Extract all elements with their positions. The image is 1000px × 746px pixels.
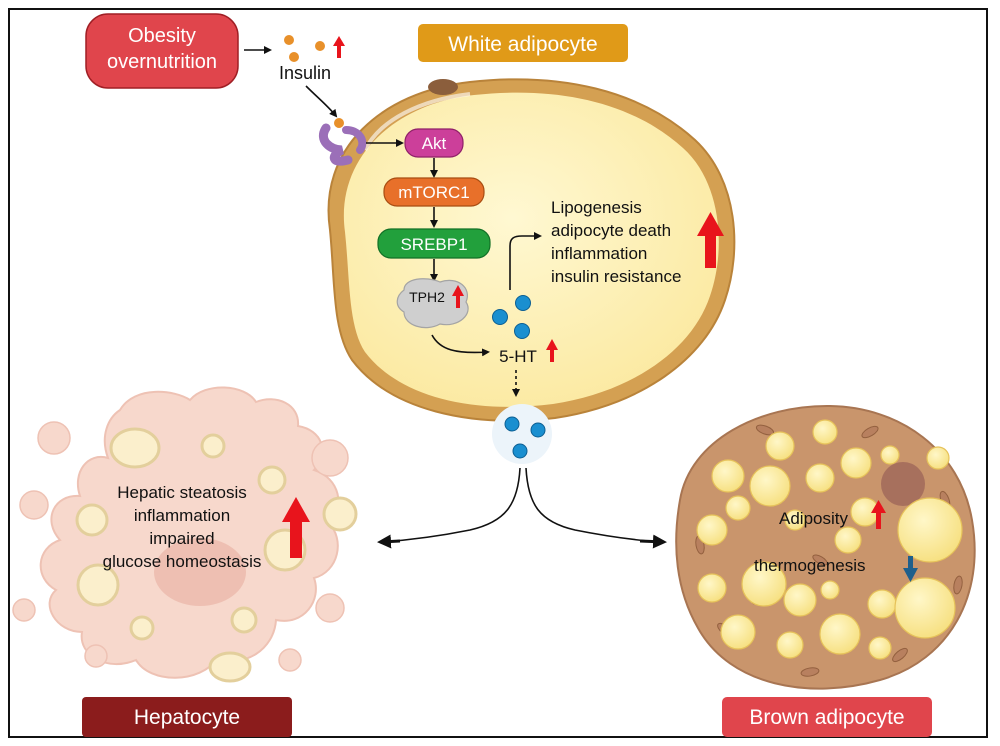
figure-frame xyxy=(8,8,988,738)
branch-to-liver xyxy=(381,467,521,543)
obesity-label: Obesity xyxy=(128,25,196,47)
secreted-serotonin xyxy=(492,404,552,464)
adiposity-up-arrow xyxy=(871,500,886,529)
insulin-molecules xyxy=(284,35,325,62)
arrow-to-brown-adipocyte xyxy=(639,534,667,549)
white-adipocyte-label: White adipocyte xyxy=(418,24,628,62)
inflammation-label: inflammation xyxy=(551,244,647,263)
brown-adipocyte-cell xyxy=(675,404,976,690)
adipocyte-death-label: adipocyte death xyxy=(551,221,671,240)
impaired-label: impaired xyxy=(149,529,214,548)
brown-lipid-droplets xyxy=(696,419,963,660)
akt-node: Akt xyxy=(404,128,464,158)
hepatic-up-arrow xyxy=(282,497,310,558)
tph2-to-5ht-arrow xyxy=(431,334,490,357)
arrow-to-hepatocyte xyxy=(377,534,401,549)
hepatic-inflammation-label: inflammation xyxy=(134,506,230,525)
hepatocyte-label: Hepatocyte xyxy=(82,697,292,737)
white-effects-up-arrow xyxy=(697,212,724,268)
hepatocyte-nucleus xyxy=(154,538,246,606)
5ht-label: 5-HT xyxy=(499,347,537,366)
tph2-label: TPH2 xyxy=(409,289,445,305)
5ht-to-effects-arrow xyxy=(509,232,542,290)
lipogenesis-label: Lipogenesis xyxy=(551,198,642,217)
overnutrition-label: overnutrition xyxy=(107,51,217,73)
thermogenesis-label: thermogenesis xyxy=(754,556,866,575)
brown-adipocyte-label: Brown adipocyte xyxy=(722,697,932,737)
tph2-up-arrow xyxy=(452,285,464,308)
tph2-enzyme: TPH2 xyxy=(396,278,469,329)
thermogenesis-down-arrow xyxy=(903,556,918,582)
brown-adipocyte-title: Brown adipocyte xyxy=(749,706,904,729)
white-adipocyte-title: White adipocyte xyxy=(448,33,597,56)
adiposity-label: Adiposity xyxy=(779,509,848,528)
mtorc1-label: mTORC1 xyxy=(398,183,469,202)
serotonin-molecules xyxy=(492,295,531,339)
glucose-homeostasis-label: glucose homeostasis xyxy=(103,552,262,571)
insulin-receptor xyxy=(318,118,367,166)
hepatocyte-cell xyxy=(12,386,358,683)
insulin-up-arrow xyxy=(333,36,345,58)
hepatocyte-title: Hepatocyte xyxy=(134,706,240,729)
brown-nucleus xyxy=(881,462,925,506)
lipid-droplets xyxy=(75,427,358,683)
hepatic-effects: Hepatic steatosis inflammation impaired … xyxy=(103,483,262,571)
branch-to-brown xyxy=(525,467,659,543)
5ht-up-arrow xyxy=(546,339,558,362)
insulin-resistance-label: insulin resistance xyxy=(551,267,681,286)
nucleus xyxy=(428,79,458,95)
mtorc1-node: mTORC1 xyxy=(383,177,485,207)
hepatic-steatosis-label: Hepatic steatosis xyxy=(117,483,246,502)
obesity-box: Obesity overnutrition xyxy=(85,13,239,89)
akt-label: Akt xyxy=(422,134,447,153)
white-effects: Lipogenesis adipocyte death inflammation… xyxy=(551,198,681,286)
srebp1-label: SREBP1 xyxy=(400,235,467,254)
srebp1-node: SREBP1 xyxy=(377,228,491,259)
insulin-to-receptor-arrow xyxy=(305,85,338,118)
insulin-label: Insulin xyxy=(279,63,331,83)
